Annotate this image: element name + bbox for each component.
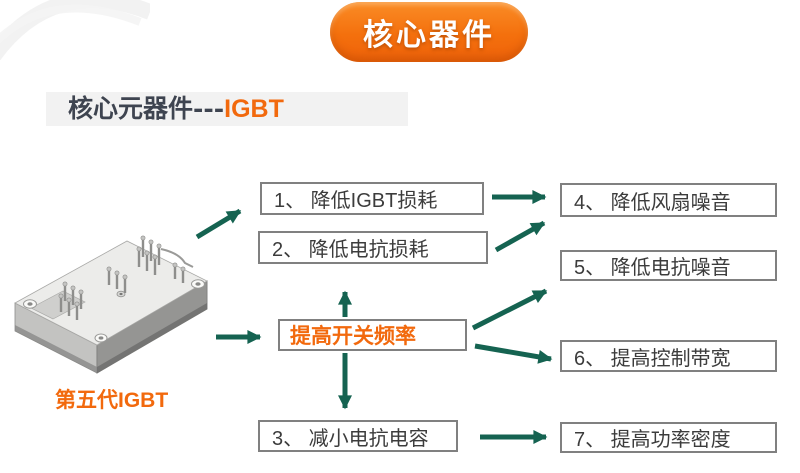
corner-swirl-decoration <box>0 0 150 60</box>
slide-banner-label: 核心器件 <box>363 19 495 52</box>
flow-node-3: 3、 减小电抗电容 <box>258 420 458 452</box>
flow-node-2: 2、 降低电抗损耗 <box>258 231 488 264</box>
flow-node-1-label: 1、 降低IGBT损耗 <box>274 190 438 212</box>
flow-node-6: 6、 提高控制带宽 <box>560 340 777 372</box>
flow-node-center: 提高开关频率 <box>278 319 467 351</box>
section-title-text: 核心元器件--- <box>68 94 225 123</box>
igbt-module-image <box>14 235 208 374</box>
flow-node-center-label: 提高开关频率 <box>290 325 416 348</box>
flow-node-7-label: 7、 提高功率密度 <box>574 429 731 451</box>
arrow-center-to-node5 <box>471 288 548 331</box>
device-caption: 第五代IGBT <box>55 389 169 412</box>
section-title-bar: 核心元器件---IGBT <box>46 92 408 126</box>
flow-node-2-label: 2、 降低电抗损耗 <box>272 239 429 261</box>
section-title: 核心元器件---IGBT <box>68 92 284 126</box>
arrow-node2-to-node4 <box>494 220 546 253</box>
section-title-accent: IGBT <box>224 95 284 123</box>
slide-banner: 核心器件 <box>330 2 528 62</box>
flow-node-1: 1、 降低IGBT损耗 <box>260 182 484 215</box>
flow-node-7: 7、 提高功率密度 <box>560 422 777 453</box>
arrow-center-to-node6 <box>474 343 553 364</box>
flow-node-4: 4、 降低风扇噪音 <box>560 183 777 217</box>
flow-node-4-label: 4、 降低风扇噪音 <box>574 191 731 214</box>
flow-node-3-label: 3、 减小电抗电容 <box>272 427 429 450</box>
flow-node-6-label: 6、 提高控制带宽 <box>574 347 731 370</box>
flow-node-5-label: 5、 降低电抗噪音 <box>574 257 731 279</box>
flow-node-5: 5、 降低电抗噪音 <box>560 250 777 281</box>
